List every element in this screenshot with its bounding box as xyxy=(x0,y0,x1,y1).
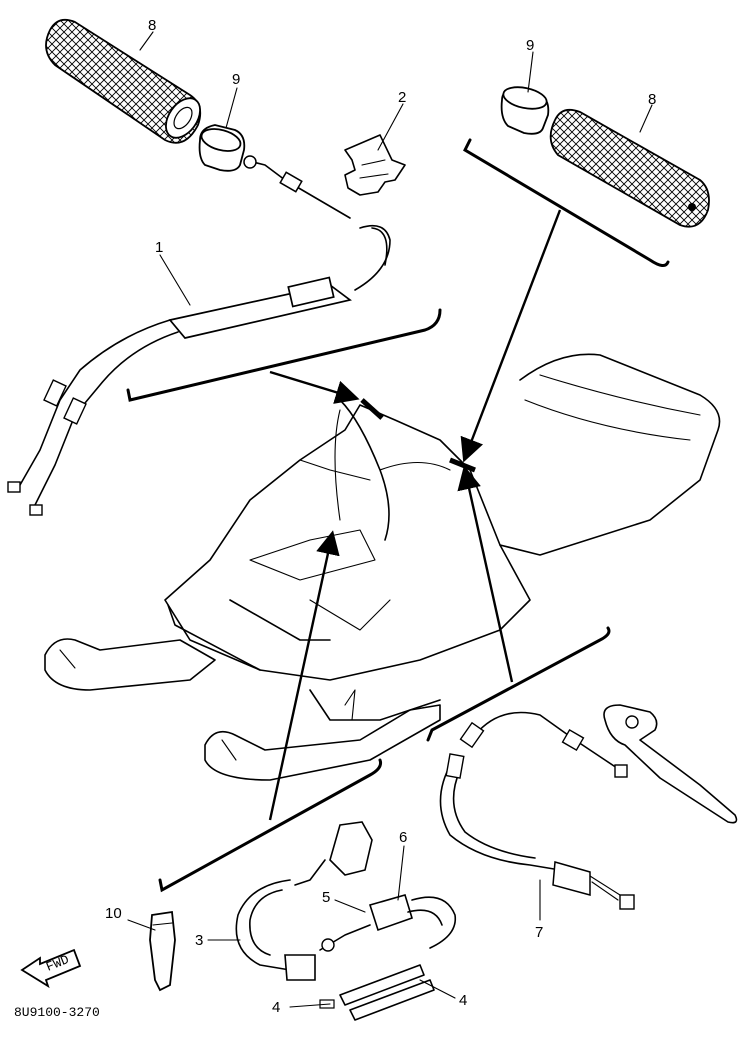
callout-9-left: 9 xyxy=(232,71,240,88)
callout-1: 1 xyxy=(155,239,163,256)
brake-cable xyxy=(439,711,635,910)
callout-7: 7 xyxy=(535,924,543,941)
safety-key xyxy=(149,910,176,992)
throttle-cable xyxy=(7,155,391,516)
callout-4-right: 4 xyxy=(459,992,467,1009)
snowmobile-outline xyxy=(44,353,721,781)
callout-labels: 8 9 2 9 8 1 3 4 4 5 6 7 10 xyxy=(105,17,656,1016)
location-arrows xyxy=(268,209,562,821)
callout-8-left: 8 xyxy=(148,17,156,34)
callout-6: 6 xyxy=(399,829,407,846)
callout-8-right: 8 xyxy=(648,91,656,108)
callout-4-left: 4 xyxy=(272,999,280,1016)
right-grip xyxy=(549,108,710,228)
callout-9-right: 9 xyxy=(526,37,534,54)
choke-cable xyxy=(235,821,457,981)
right-grip-spacer xyxy=(500,86,550,135)
diagram-part-number: 8U9100-3270 xyxy=(14,1005,100,1020)
callout-10: 10 xyxy=(105,905,122,922)
leader-lines xyxy=(127,31,653,1008)
callout-3: 3 xyxy=(195,932,203,949)
left-grip xyxy=(45,18,202,144)
fwd-arrow-icon: FWD xyxy=(20,948,82,989)
cable-clip xyxy=(344,134,406,196)
group-brackets xyxy=(126,138,670,893)
cable-sleeves xyxy=(319,964,435,1021)
callout-5: 5 xyxy=(322,889,330,906)
callout-2: 2 xyxy=(398,89,406,106)
brake-lever xyxy=(603,704,738,824)
mount-points xyxy=(360,398,476,473)
left-grip-spacer xyxy=(198,124,246,172)
